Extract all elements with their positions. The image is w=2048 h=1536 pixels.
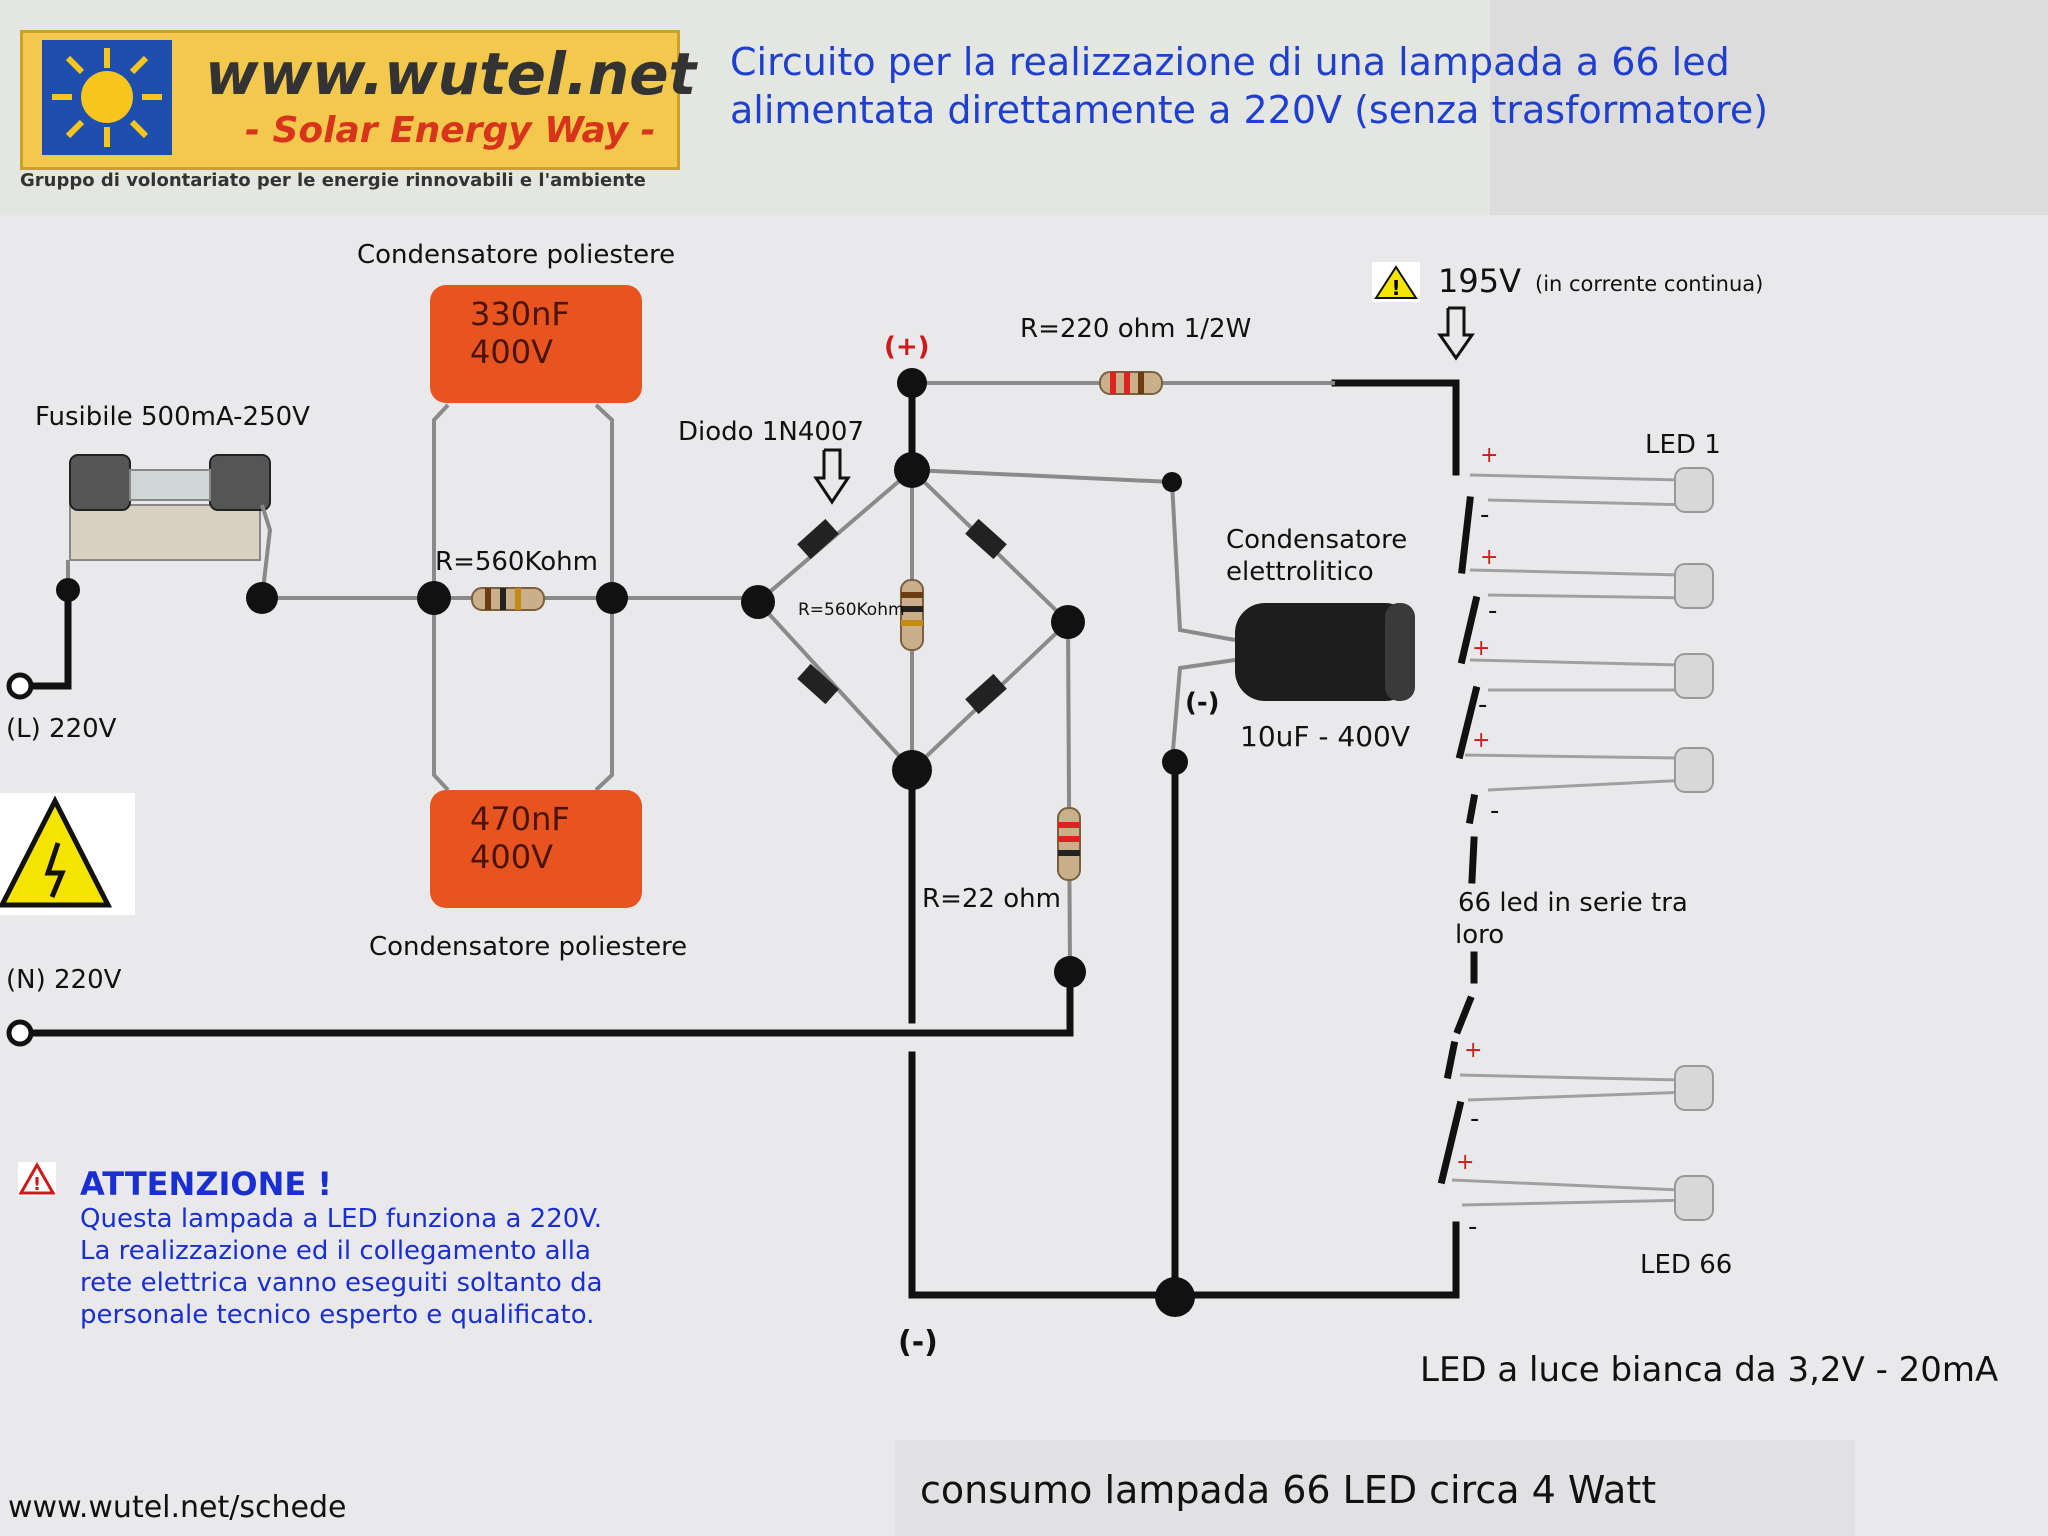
led-plus-6: + — [1456, 1150, 1475, 1175]
line-L-label: (L) 220V — [6, 714, 117, 744]
warning-red-icon: ! — [18, 1161, 56, 1196]
warning-line-3: rete elettrica vanno eseguiti soltanto d… — [80, 1268, 603, 1298]
led-66-label: LED 66 — [1640, 1250, 1733, 1280]
cap-top-label: Condensatore poliestere — [357, 240, 676, 270]
warning-line-2: La realizzazione ed il collegamento alla — [80, 1236, 591, 1266]
capacitor-470nf: 470nF 400V — [430, 790, 642, 908]
cap-bottom-value1: 470nF — [470, 800, 570, 838]
cap-bottom-label: Condensatore poliestere — [369, 932, 688, 962]
resistor-bridge-label: R=560Kohm — [798, 600, 905, 620]
footer-panel — [895, 1440, 1855, 1536]
minus-bottom-label: (-) — [898, 1325, 938, 1360]
svg-text:!: ! — [33, 1174, 41, 1195]
sun-icon — [42, 40, 172, 155]
fuse-icon — [66, 454, 273, 599]
warning-line-4: personale tecnico esperto e qualificato. — [80, 1300, 595, 1330]
diode-icons — [797, 518, 1007, 715]
led-plus-2: + — [1480, 545, 1499, 570]
logo-tagline: - Solar Energy Way - — [245, 110, 656, 151]
warning-title: ATTENZIONE ! — [80, 1165, 332, 1203]
series-label-1: 66 led in serie tra — [1458, 888, 1688, 918]
led-plus-5: + — [1464, 1038, 1483, 1063]
resistor-560k-icon — [471, 587, 545, 611]
footer-url: www.wutel.net/schede — [8, 1490, 347, 1525]
resistor-22-label: R=22 ohm — [922, 884, 1061, 914]
page-title: Circuito per la realizzazione di una lam… — [730, 38, 1768, 134]
led-minus-1: - — [1480, 500, 1490, 530]
cap-top-value1: 330nF — [470, 295, 570, 333]
plus-label: (+) — [884, 332, 930, 362]
circuit-board — [0, 215, 2048, 1536]
title-line-1: Circuito per la realizzazione di una lam… — [730, 40, 1730, 84]
electrolytic-label-2: elettrolitico — [1226, 557, 1374, 587]
led-minus-5: - — [1470, 1104, 1480, 1134]
voltage-label: 195V — [1438, 262, 1521, 300]
arrow-icons — [813, 306, 1475, 505]
led-plus-3: + — [1472, 636, 1491, 661]
title-line-2: alimentata direttamente a 220V (senza tr… — [730, 88, 1769, 132]
led-plus-1: + — [1480, 443, 1499, 468]
high-voltage-icon — [0, 793, 135, 915]
led-plus-4: + — [1472, 728, 1491, 753]
series-label-2: loro — [1455, 920, 1505, 950]
warning-small-icon: ! — [1372, 262, 1420, 302]
warning-line-1: Questa lampada a LED funziona a 220V. — [80, 1204, 602, 1234]
resistor-bridge-icon — [900, 579, 924, 651]
resistor-220-icon — [1099, 371, 1163, 395]
electrolytic-capacitor-icon — [1235, 603, 1415, 701]
led-1-label: LED 1 — [1645, 430, 1721, 460]
line-N-label: (N) 220V — [6, 965, 122, 995]
warning-block: ATTENZIONE ! Questa lampada a LED funzio… — [80, 1165, 603, 1331]
led-minus-4: - — [1490, 796, 1500, 826]
resistor-220-label: R=220 ohm 1/2W — [1020, 314, 1252, 344]
led-minus-3: - — [1478, 690, 1488, 720]
led-spec: LED a luce bianca da 3,2V - 20mA — [1420, 1350, 1999, 1390]
svg-text:!: ! — [1391, 276, 1400, 300]
led-icons — [1674, 467, 1714, 1221]
capacitor-330nf: 330nF 400V — [430, 285, 642, 403]
cap-bottom-value2: 400V — [470, 838, 553, 876]
led-minus-6: - — [1468, 1212, 1478, 1242]
cap-top-value2: 400V — [470, 333, 553, 371]
voltage-note: (in corrente continua) — [1535, 272, 1764, 296]
resistor-560k-label: R=560Kohm — [435, 547, 598, 577]
diode-label: Diodo 1N4007 — [678, 417, 864, 447]
logo-url: www.wutel.net — [205, 40, 697, 108]
logo-subtitle: Gruppo di volontariato per le energie ri… — [20, 170, 646, 191]
minus-cap-label: (-) — [1185, 688, 1220, 718]
resistor-22-icon — [1057, 807, 1081, 881]
fuse-label: Fusibile 500mA-250V — [35, 402, 310, 432]
electrolytic-value: 10uF - 400V — [1240, 720, 1410, 753]
led-minus-2: - — [1488, 596, 1498, 626]
consumption-note: consumo lampada 66 LED circa 4 Watt — [920, 1468, 1657, 1512]
electrolytic-label-1: Condensatore — [1226, 525, 1408, 555]
